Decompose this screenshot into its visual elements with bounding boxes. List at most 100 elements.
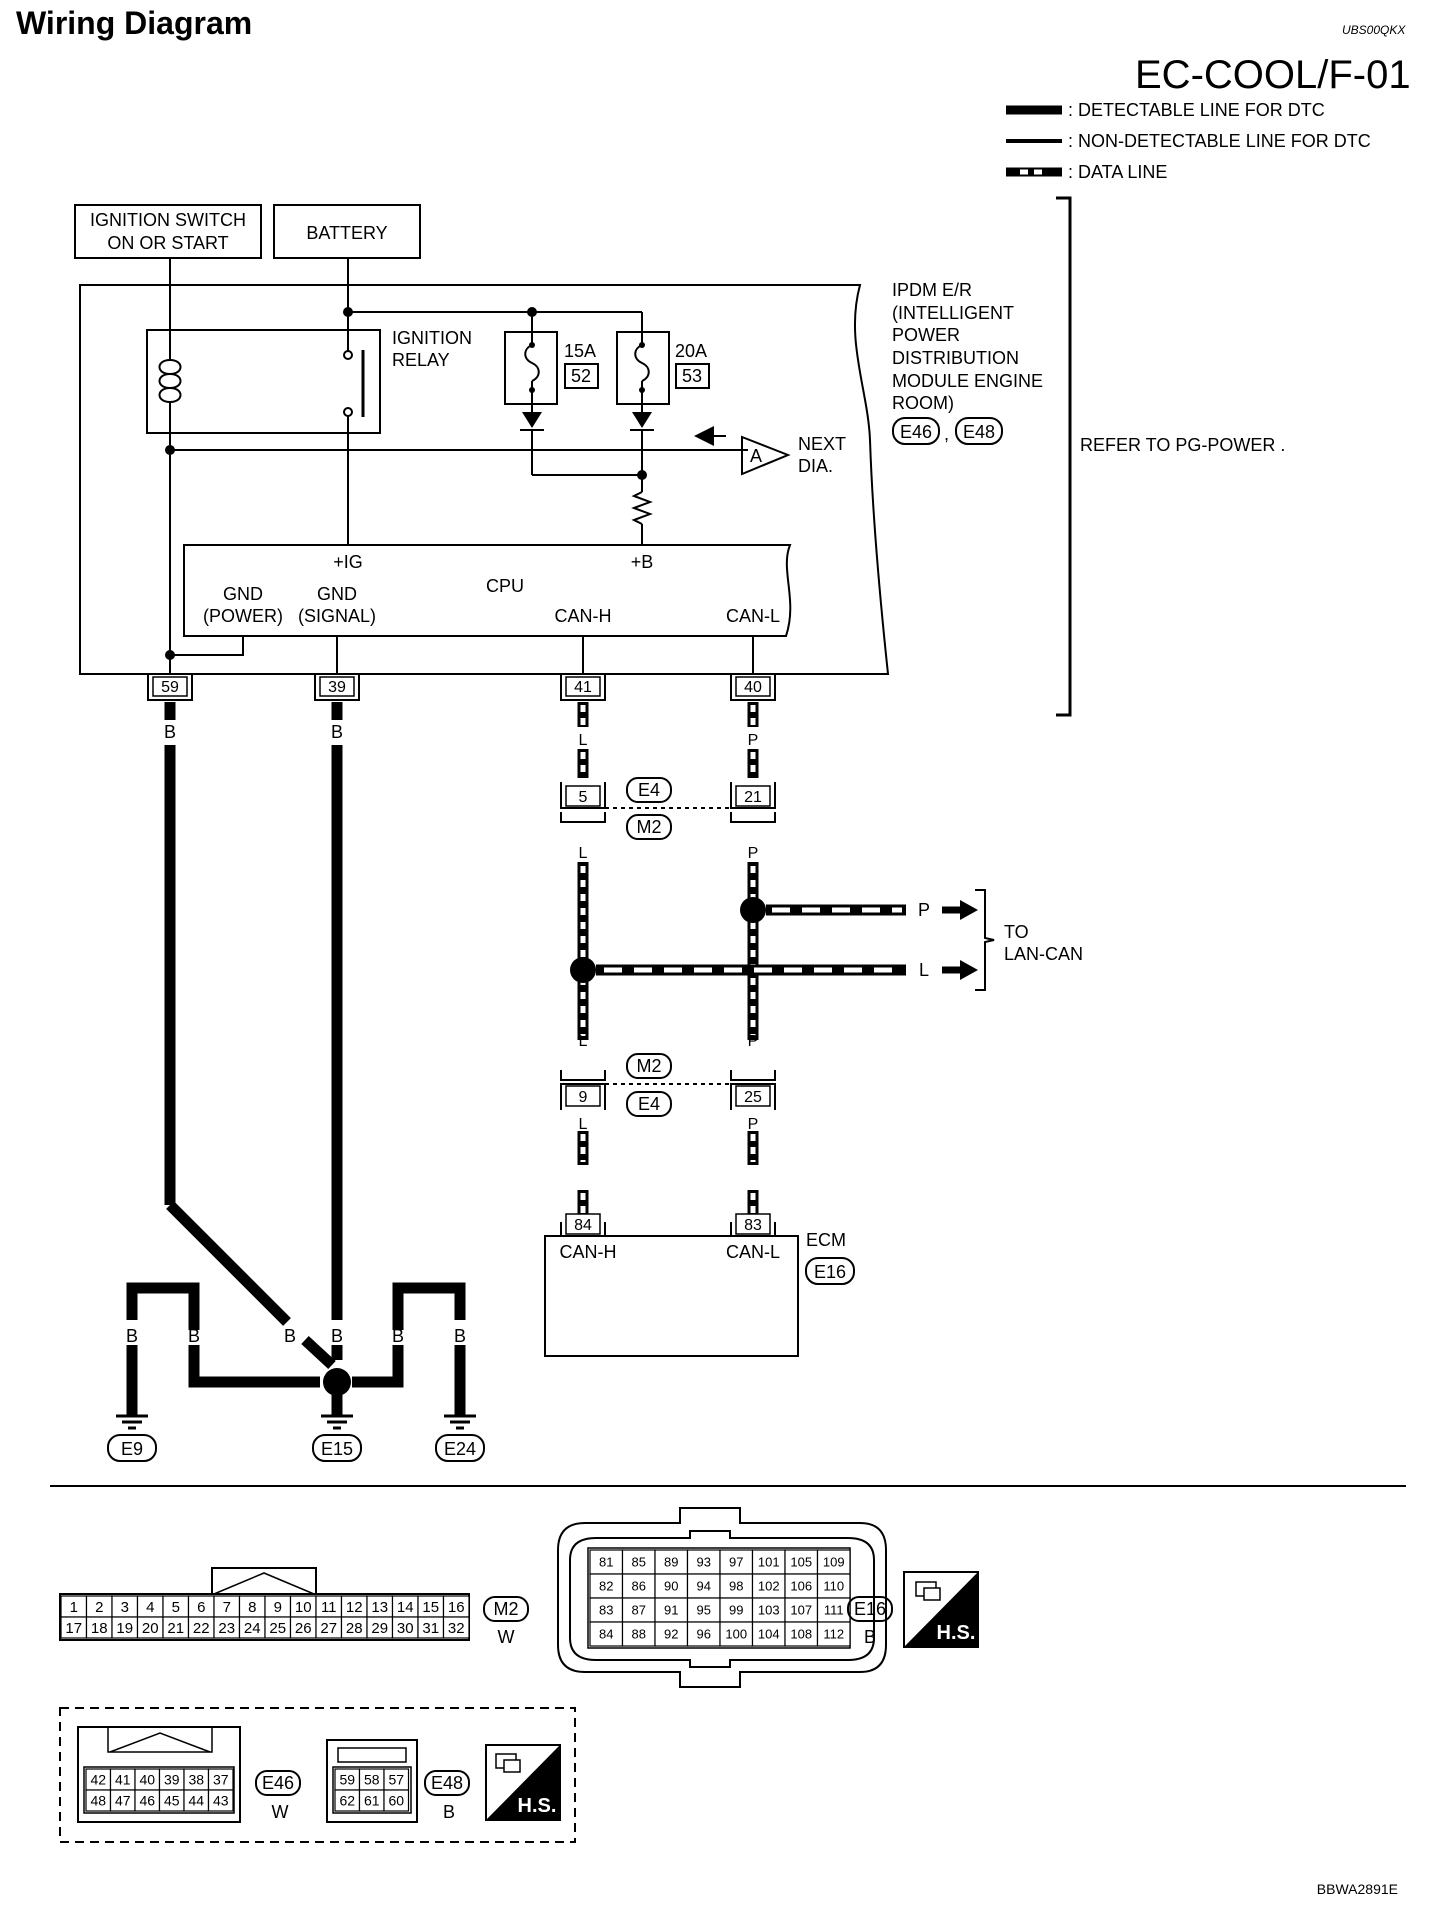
wire-color-59: B	[164, 722, 176, 742]
ground-loop-right	[392, 1282, 466, 1330]
svg-text:E16: E16	[814, 1262, 846, 1282]
connector-e46-pin-label: 44	[188, 1793, 204, 1809]
svg-text:B: B	[331, 1326, 343, 1346]
connector-e48-pin-label: 58	[364, 1772, 380, 1788]
connector-e48-pin-label: 61	[364, 1793, 380, 1809]
connector-e16-pin-label: 100	[725, 1627, 747, 1642]
connector-e16-cavity	[621, 1621, 656, 1647]
svg-text:P: P	[918, 900, 930, 920]
ipdm-name: IPDM E/R (INTELLIGENT POWER DISTRIBUTION…	[892, 280, 1043, 413]
svg-text:P: P	[748, 845, 759, 862]
svg-text:B: B	[188, 1326, 200, 1346]
resistor-icon	[631, 475, 653, 545]
ignition-switch-box	[74, 204, 262, 259]
connector-m2-cavity	[442, 1616, 470, 1639]
harness-side-icon-2: H.S.	[485, 1744, 561, 1821]
connector-e16-cavity	[816, 1549, 851, 1575]
connector-e16-pin-label: 98	[729, 1579, 743, 1594]
connector-m2-pin-label: 4	[146, 1599, 154, 1616]
connector-e16-pin-label: 105	[790, 1555, 812, 1570]
connector-e16-pin-label: 89	[664, 1555, 678, 1570]
cpu-label: CPU	[486, 576, 524, 596]
ground-e24-badge	[435, 1434, 485, 1462]
connector-m2-pin-label: 23	[218, 1620, 235, 1637]
connector-e16-pin-label: 99	[729, 1603, 743, 1618]
connector-e16-pin-label: 112	[823, 1627, 844, 1642]
page-title: Wiring Diagram	[16, 5, 252, 41]
junction-25-connector: 25	[730, 1070, 776, 1110]
svg-text:B: B	[284, 1326, 296, 1346]
connector-e16-cavity	[784, 1549, 819, 1575]
fuse-20a-rating: 20A	[675, 341, 707, 361]
svg-text:21: 21	[744, 789, 762, 806]
connector-m2-pin-label: 10	[295, 1599, 312, 1616]
ground-e9-badge	[107, 1434, 157, 1462]
connector-e16-pin-label: 111	[824, 1603, 844, 1618]
connector-e16-badge	[847, 1596, 893, 1622]
connector-m2-pin-label: 20	[142, 1620, 159, 1637]
svg-text:H.S.: H.S.	[937, 1622, 976, 1644]
gnd-signal-label-2: (SIGNAL)	[298, 606, 376, 626]
connector-e46-pin-label: 37	[213, 1772, 229, 1788]
svg-text:59: 59	[161, 679, 179, 696]
connector-e16-pin-label: 109	[823, 1555, 845, 1570]
connector-e16-cavity	[784, 1573, 819, 1599]
connector-e16-pin-label: 88	[632, 1627, 646, 1642]
junction-lower-m2-badge	[626, 1053, 672, 1079]
connector-e46-color: W	[272, 1802, 289, 1822]
next-dia-label-2: DIA.	[798, 456, 833, 476]
ignition-relay-label-1: IGNITION	[392, 328, 472, 348]
connector-e16-pin-label: 81	[599, 1555, 613, 1570]
connector-e16-cavity	[816, 1621, 851, 1647]
svg-text:40: 40	[744, 679, 762, 696]
connector-m2-pin-label: 16	[448, 1599, 465, 1616]
junction-lower-e4-badge	[626, 1091, 672, 1117]
cpu-can-h-label: CAN-H	[555, 606, 612, 626]
connector-e16-cavity	[654, 1549, 689, 1575]
gnd-signal-label-1: GND	[317, 584, 357, 604]
fuse-15a-icon	[504, 312, 558, 475]
wire-color-39: B	[331, 722, 343, 742]
svg-text:84: 84	[574, 1217, 592, 1234]
connector-e16-pin-label: 85	[632, 1555, 646, 1570]
connector-e16-cavity	[719, 1573, 754, 1599]
pin-41-connector: 41	[560, 674, 606, 701]
ground-e15-icon	[321, 1414, 353, 1430]
legend-non-detectable-label: : NON-DETECTABLE LINE FOR DTC	[1068, 131, 1371, 151]
fuse-15a-number: 52	[571, 366, 591, 386]
pin-83-connector: 83	[730, 1213, 776, 1237]
connector-e16-pin-label: 103	[758, 1603, 780, 1618]
connector-m2-pin-label: 13	[371, 1599, 388, 1616]
ignition-switch-label-1: IGNITION SWITCH	[90, 210, 246, 230]
connector-e46-pin-label: 47	[115, 1793, 131, 1809]
connector-e16-cavity	[686, 1621, 721, 1647]
svg-text:E48: E48	[431, 1773, 463, 1793]
svg-text:P: P	[748, 732, 759, 749]
svg-text:E4: E4	[638, 780, 660, 800]
fuse-20a-number: 53	[682, 366, 702, 386]
svg-text:P: P	[748, 1033, 759, 1050]
connector-m2-pin-label: 6	[197, 1599, 205, 1616]
connector-m2-pin-label: 15	[422, 1599, 439, 1616]
connector-e16-pin-label: 96	[697, 1627, 711, 1642]
connector-e46-pin-label: 48	[90, 1793, 106, 1809]
connector-e16-pin-label: 86	[632, 1579, 646, 1594]
connector-e46-pin-label: 46	[139, 1793, 155, 1809]
battery-label: BATTERY	[306, 223, 387, 243]
junction-upper-e4-badge	[626, 777, 672, 803]
connector-m2-pin-label: 9	[274, 1599, 282, 1616]
connector-e48-badge	[424, 1770, 470, 1796]
refer-note: REFER TO PG-POWER .	[1080, 435, 1285, 455]
connector-m2-pin-label: 14	[397, 1599, 414, 1616]
connector-m2-pin-label: 1	[70, 1599, 78, 1616]
connector-e46-pin-label: 42	[90, 1772, 106, 1788]
connector-e46-pin-label: 40	[139, 1772, 155, 1788]
connector-e16-pin-label: 104	[758, 1627, 780, 1642]
junction-21-connector: 21	[730, 782, 776, 823]
connector-e16-color: B	[864, 1627, 876, 1647]
can-l-splice	[740, 897, 766, 923]
ecm-can-h-label: CAN-H	[560, 1242, 617, 1262]
